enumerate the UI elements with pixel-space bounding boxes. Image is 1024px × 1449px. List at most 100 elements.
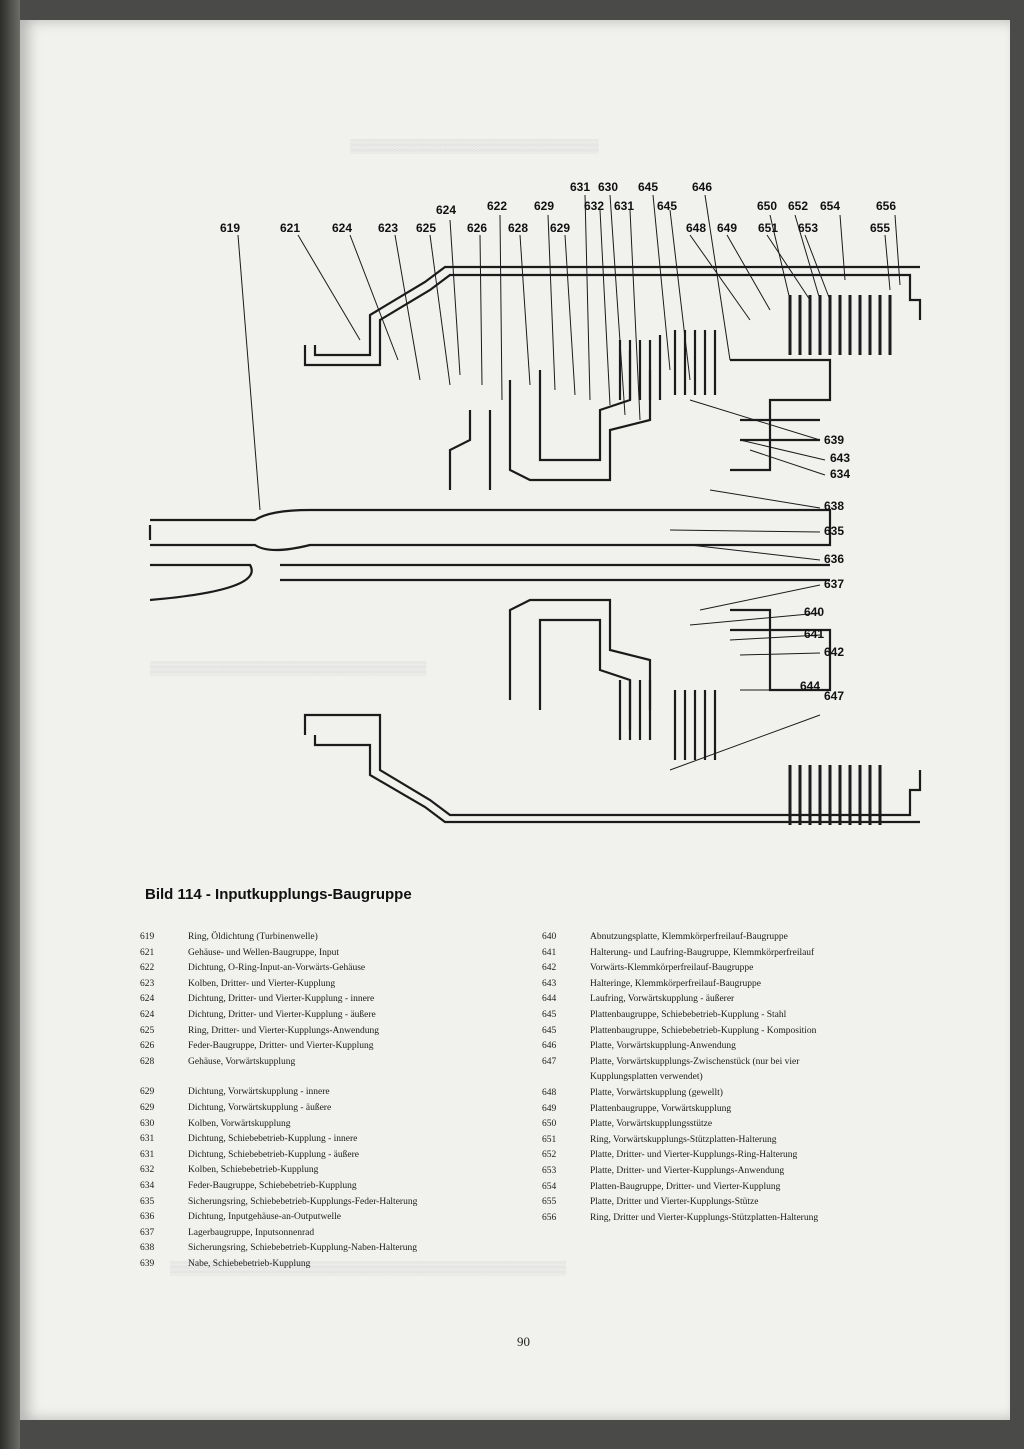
- spring-assembly-lower: [538, 618, 632, 730]
- part-number: 642: [542, 963, 557, 974]
- part-number: 651: [542, 1134, 557, 1145]
- part-number: 641: [542, 947, 557, 958]
- part-description: Sicherungsring, Schiebebetrieb-Kupplung-…: [188, 1243, 417, 1254]
- part-description: Gehäuse, Vorwärtskupplung: [188, 1056, 296, 1067]
- leader-lines: [237, 194, 901, 771]
- callout-label: 649: [717, 221, 737, 235]
- part-number: 626: [140, 1041, 155, 1052]
- callout-label: 652: [788, 199, 808, 213]
- clutch-pack-outer-lower: [788, 765, 882, 825]
- housing-outline-upper-inner: [313, 265, 920, 357]
- part-description: Platte, Dritter- und Vierter-Kupplungs-A…: [590, 1165, 785, 1176]
- part-number: 624: [140, 994, 155, 1005]
- callout-label: 619: [220, 221, 240, 235]
- legend-entry: 625 Ring, Dritter- und Vierter-Kupplungs-…: [140, 1024, 540, 1040]
- callout-label: 646: [692, 180, 712, 194]
- part-description: Gehäuse- und Wellen-Baugruppe, Input: [188, 947, 340, 958]
- part-description: Sicherungsring, Schiebebetrieb-Kupplungs…: [188, 1196, 418, 1207]
- part-number: 655: [542, 1197, 557, 1208]
- show-through-text: ▒▒▒▒▒▒▒▒▒▒▒▒▒▒▒▒▒▒▒▒▒▒▒▒▒▒▒▒▒▒▒▒▒▒▒▒▒▒▒▒…: [170, 1260, 567, 1275]
- part-number: 634: [140, 1180, 155, 1191]
- part-description: Platten-Baugruppe, Dritter- und Vierter-…: [590, 1181, 781, 1192]
- callout-label: 639: [824, 433, 844, 447]
- callout-label: 628: [508, 221, 528, 235]
- callout-label: 630: [598, 180, 618, 194]
- callout-label: 629: [550, 221, 570, 235]
- part-number: 632: [140, 1165, 155, 1176]
- part-description: Abnutzungsplatte, Klemmkörperfreilauf-Ba…: [590, 932, 788, 942]
- part-description: Dichtung, Vorwärtskupplung - innere: [188, 1087, 330, 1098]
- part-description: Feder-Baugruppe, Dritter- und Vierter-Ku…: [188, 1041, 374, 1052]
- part-description: Dichtung, Inputgehäuse-an-Outputwelle: [188, 1212, 342, 1223]
- part-number: 650: [542, 1119, 557, 1130]
- part-description: Vorwärts-Klemmkörperfreilauf-Baugruppe: [590, 963, 754, 974]
- callout-label: 654: [820, 199, 840, 213]
- callout-label: 640: [804, 605, 824, 619]
- callout-label: 655: [870, 221, 890, 235]
- callout-label: 624: [332, 221, 352, 235]
- part-number: 648: [542, 1087, 557, 1098]
- callout-label: 637: [824, 577, 844, 591]
- legend-entry: 649 Plattenbaugruppe, Vorwärtskupplung: [542, 1102, 942, 1118]
- callout-label: 643: [830, 451, 850, 465]
- legend-entry: 626 Feder-Baugruppe, Dritter- und Vierter…: [140, 1039, 540, 1055]
- piston-upper: [508, 370, 652, 482]
- housing-outline-upper: [303, 273, 922, 367]
- part-number: 654: [542, 1181, 557, 1192]
- callout-label: 656: [876, 199, 896, 213]
- part-number: 625: [140, 1025, 155, 1036]
- part-description: Ring, Vorwärtskupplungs-Stützplatten-Hal…: [590, 1134, 777, 1145]
- part-number: 646: [542, 1041, 557, 1052]
- show-through-text: ▒▒▒▒▒▒▒▒▒▒▒▒▒▒▒▒▒▒▒▒▒▒▒▒▒▒▒: [350, 138, 599, 153]
- part-description: Dichtung, O-Ring-Input-an-Vorwärts-Gehäu…: [188, 963, 366, 974]
- part-number: 628: [140, 1056, 155, 1067]
- legend-entry: 629 Dichtung, Vorwärtskupplung - innere: [140, 1085, 540, 1101]
- clutch-pack-outer-upper: [788, 295, 892, 355]
- part-description: Plattenbaugruppe, Schiebebetrieb-Kupplun…: [590, 1009, 787, 1020]
- callout-label: 653: [798, 221, 818, 235]
- callout-label: 642: [824, 645, 844, 659]
- part-description: Plattenbaugruppe, Vorwärtskupplung: [590, 1103, 732, 1114]
- part-number: 635: [140, 1196, 155, 1207]
- part-description: Dichtung, Schiebebetrieb-Kupplung - inne…: [188, 1134, 358, 1145]
- spring-assembly-upper: [538, 350, 632, 462]
- callout-label: 626: [467, 221, 487, 235]
- part-number: 631: [140, 1134, 155, 1145]
- part-description: Ring, Öldichtung (Turbinenwelle): [188, 932, 318, 942]
- part-number: 652: [542, 1150, 557, 1161]
- part-number: 629: [140, 1087, 155, 1098]
- callout-label: 641: [804, 627, 824, 641]
- part-description: Ring, Dritter- und Vierter-Kupplungs-Anw…: [188, 1025, 379, 1036]
- callout-label: 644: [800, 679, 820, 693]
- part-description: Dichtung, Dritter- und Vierter-Kupplung …: [188, 1009, 376, 1020]
- legend-entry: 654 Platten-Baugruppe, Dritter- und Viert…: [542, 1180, 942, 1196]
- part-description: Kupplungsplatten verwendet): [590, 1072, 703, 1083]
- housing-outline-lower: [303, 713, 922, 817]
- callout-labels: 619 621 624 623 625 624 626 622 628 629 …: [220, 180, 896, 703]
- callout-label: 638: [824, 499, 844, 513]
- callout-label: 624: [436, 203, 456, 217]
- callout-label: 631: [570, 180, 590, 194]
- part-number: 649: [542, 1103, 557, 1114]
